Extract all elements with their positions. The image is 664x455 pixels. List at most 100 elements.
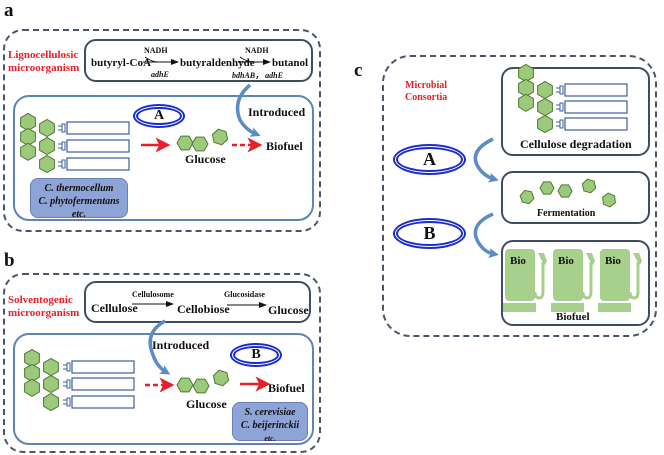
cellulose-hexagon-icon [537,114,553,134]
fuel-hose-icon [533,262,545,300]
enzyme-adhe: adhE [151,70,169,79]
cellulosome-connector-icon [61,141,66,151]
biofuel-label: Biofuel [556,311,590,323]
glucose-hexagon-icon [212,369,230,387]
fuel-hose-icon [628,262,640,300]
cellulose-hexagon-icon [39,118,55,138]
cellulosome-connector-icon [66,397,71,407]
pump-label: Bio [510,255,526,267]
cellulose-chain-hexagon-icon [24,378,40,397]
cellulose-chain-hexagon-icon [518,93,534,112]
panel-c-container [382,55,657,337]
glucose-hexagon-icon [176,377,194,393]
panel-c-organism-label: Microbial Consortia [405,80,447,104]
marker-b: B [393,218,466,249]
cellulose-hexagon-icon [537,80,553,100]
cellulosome-connector-icon [559,102,564,112]
cellulosome-box [564,83,628,97]
glucose-hexagon-icon [539,181,555,195]
cellulosome-box [66,157,130,171]
cellulose-hexagon-icon [43,374,59,394]
organism-examples-box: S. cerevisiae C. beijerinckii etc. [232,402,308,443]
glucose-hexagon-icon [519,189,535,205]
cofactor-nadh-2: NADH [245,46,269,55]
cellulosome-connector-icon [559,85,564,95]
pathway-product: butanol [272,57,309,69]
introduced-label: Introduced [248,105,306,119]
glucose-hexagon-icon [602,192,616,208]
cellulose-hexagon-icon [43,357,59,377]
fuel-hose-icon [581,262,593,300]
panel-c-letter: c [354,60,363,81]
panel-b-cell [13,333,314,445]
nadh-hook-icon [144,56,159,63]
organism-label-line2: microorganism [8,307,80,319]
nadh-hook-icon [239,56,255,63]
glucose-label: Glucose [186,397,227,411]
organism-example: S. cerevisiae [244,407,296,418]
enzyme-cellulosome: Cellulosome [132,290,174,299]
panel-b-container [3,273,321,453]
cellulosome-connector-icon [61,123,66,133]
introduced-arrow [235,83,261,137]
cellulosome-box [66,121,130,135]
organism-example: etc. [264,434,276,443]
organism-example: etc. [71,209,87,220]
cellulose-degradation-label: Cellulose degradation [520,137,632,151]
cellulose-hexagon-icon [39,136,55,156]
panel-b-organism-label: Solventogenic microorganism [8,294,79,320]
fuel-pump-icon [600,249,630,301]
cellulosome-connector-icon [66,379,71,389]
organism-example: C. phytofermentans [38,196,120,207]
panel-a-container [3,29,321,232]
consortia-arrow-a [473,137,499,183]
marker-b: B [230,343,282,367]
panel-a-pathway-box [84,39,313,82]
pathway-intermediate: butyraldenhyde [180,57,255,69]
marker-a-label: A [153,108,165,123]
fuel-pump-icon [505,249,535,301]
consortia-arrow-b [473,212,499,259]
panel-a-cell [13,95,314,221]
marker-b-label: B [251,347,261,362]
organism-label-line2: microorganism [8,62,80,74]
organism-example: C. thermocellum [44,183,114,194]
pump-label: Bio [558,255,574,267]
organism-label-line1: Lignocellulosic [8,49,79,61]
fuel-pump-base-icon [503,303,536,312]
marker-a-label: A [423,149,436,169]
glucose-hexagon-icon [192,378,210,394]
glucose-label: Glucose [185,152,226,166]
cellulose-hexagon-icon [43,392,59,412]
cellulosome-connector-icon [61,159,66,169]
introduced-label: Introduced [152,338,210,352]
biofuel-label: Biofuel [268,381,305,395]
panel-a-letter: a [4,0,14,21]
cellulosome-box [71,395,135,409]
pathway-substrate: butyryl-CoA [91,57,151,69]
introduced-arrow [148,319,171,375]
enzyme-bdhab-adhe: bdhAB， adhE [232,71,283,80]
marker-a: A [133,104,185,128]
glucose-hexagon-icon [211,128,229,146]
glucose-hexagon-icon [581,178,597,194]
marker-a: A [393,144,466,175]
fuel-nozzle-icon [538,253,547,265]
fuel-nozzle-icon [586,253,595,265]
glucose-hexagon-icon [191,136,209,152]
cellulosome-box [564,117,628,131]
organism-label-line1: Solventogenic [8,294,73,306]
panel-b-letter: b [4,250,15,271]
glucose-hexagon-icon [176,135,194,151]
cellulosome-box [564,100,628,114]
pathway-substrate: Cellulose [91,301,138,315]
fuel-pump-icon [553,249,583,301]
pathway-product: Glucose [268,303,309,317]
cellulosome-box [71,360,135,374]
organism-label-line2: Consortia [405,92,448,103]
fuel-nozzle-icon [633,253,642,265]
cellulosome-connector-icon [66,362,71,372]
organism-examples-box: C. thermocellum C. phytofermentans etc. [30,178,128,220]
pathway-intermediate: Cellobiose [177,302,230,316]
